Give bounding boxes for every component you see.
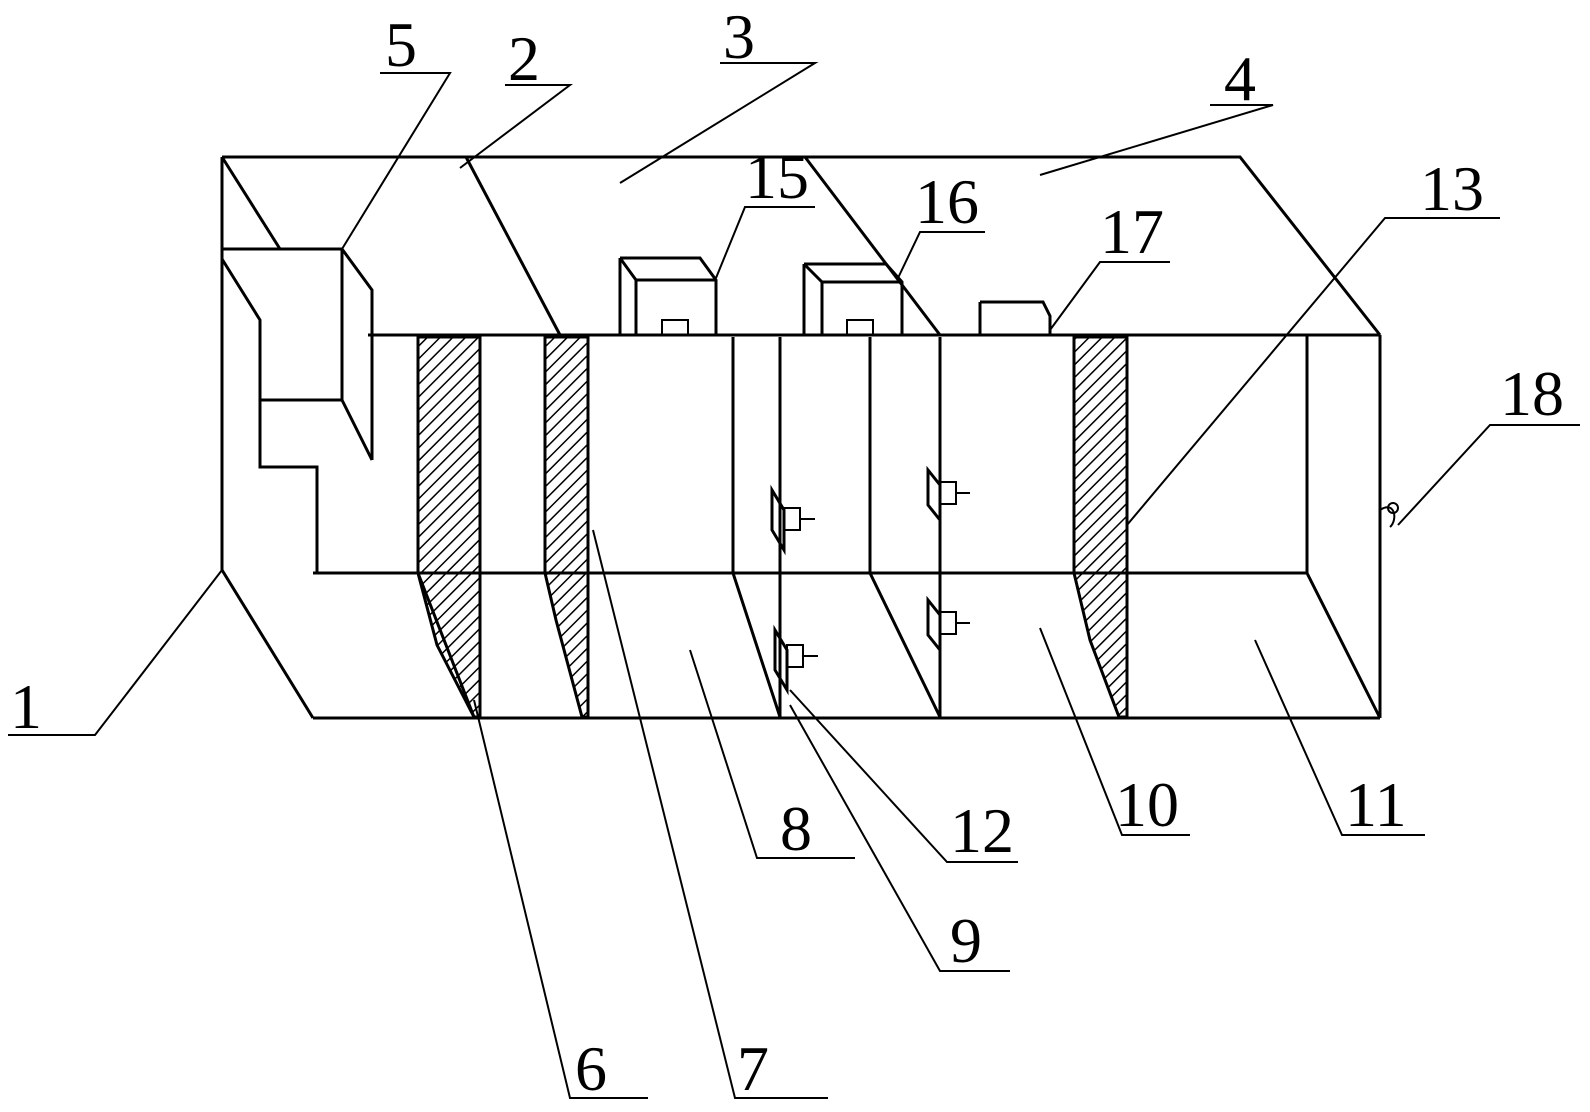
fitting-upper-left [770, 484, 815, 556]
label-2: 2 [508, 23, 540, 94]
label-3: 3 [723, 1, 755, 72]
equipment-15 [618, 256, 718, 336]
label-15: 15 [745, 141, 809, 212]
chamber-walls [586, 156, 942, 718]
baffle-7 [464, 156, 590, 719]
baffle-13 [1072, 335, 1129, 719]
fitting-upper-right [926, 465, 970, 525]
label-17: 17 [1100, 196, 1164, 267]
tank-body [220, 155, 1382, 720]
label-10: 10 [1115, 769, 1179, 840]
label-7: 7 [737, 1033, 769, 1104]
label-16: 16 [915, 166, 979, 237]
label-6: 6 [575, 1033, 607, 1104]
baffle-6 [416, 335, 482, 719]
label-1: 1 [10, 671, 42, 742]
label-11: 11 [1345, 769, 1407, 840]
leaders [8, 62, 1580, 1099]
outlet-18 [1379, 502, 1399, 528]
fitting-lower-left [773, 624, 818, 696]
label-13: 13 [1420, 153, 1484, 224]
label-8: 8 [780, 793, 812, 864]
label-5: 5 [385, 9, 417, 80]
equipment-17 [978, 300, 1052, 335]
labels: 1 2 3 4 5 6 7 8 9 10 11 12 13 15 16 17 1… [10, 1, 1564, 1104]
label-12: 12 [950, 795, 1014, 866]
equipment-16 [802, 262, 904, 336]
fitting-lower-right [926, 595, 970, 655]
label-4: 4 [1224, 43, 1256, 114]
label-18: 18 [1500, 358, 1564, 429]
inlet-funnel [220, 156, 374, 573]
label-9: 9 [950, 905, 982, 976]
